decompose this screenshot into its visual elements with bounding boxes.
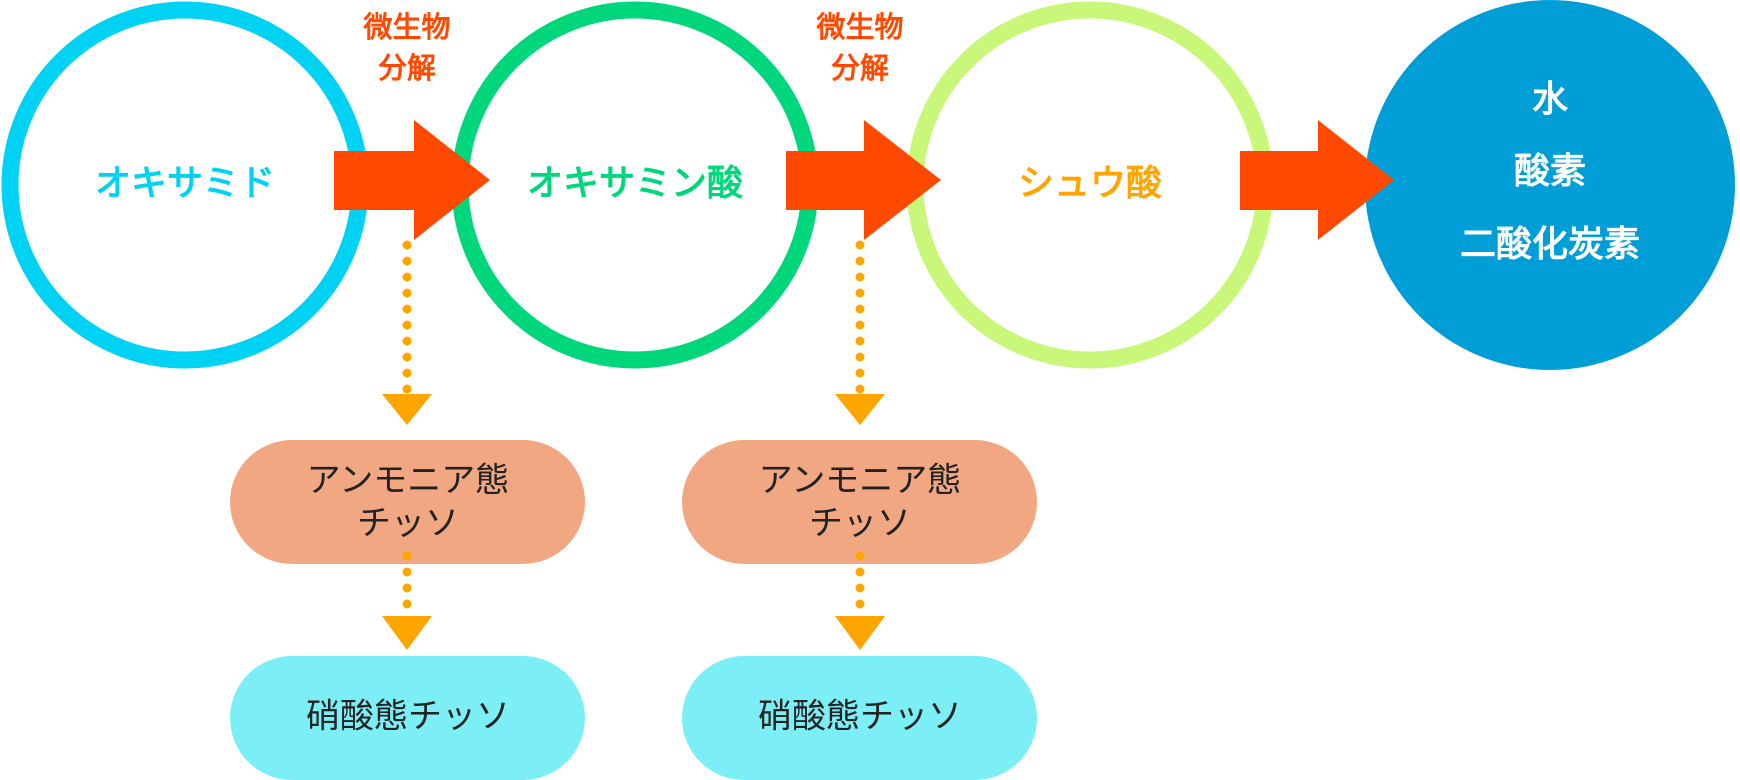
oxamide-label: オキサミド (95, 163, 275, 204)
nitrate-pill-1-label: 硝酸態チッソ (306, 697, 510, 737)
final-product-oxygen: 酸素 (1514, 151, 1586, 192)
dotted-arrowhead-nitrate-2 (835, 616, 885, 650)
arrow-2-label-line-2: 分解 (831, 51, 889, 85)
oxalic-acid-label: シュウ酸 (1018, 163, 1162, 204)
dotted-arrowhead-ammonium-2 (835, 394, 885, 425)
final-products-circle (1365, 0, 1735, 370)
arrow-2-label-line-1: 微生物 (815, 10, 903, 44)
nitrate-pill-2-label: 硝酸態チッソ (758, 697, 962, 737)
oxamic-acid-label: オキサミン酸 (527, 163, 743, 204)
ammonium-pill-1-line-1: アンモニア態 (307, 461, 510, 501)
nitrate-nitrogen-pill-2 (682, 656, 1037, 780)
ammonium-pill-1-line-2: チッソ (357, 504, 459, 544)
arrow-1-label-line-2: 分解 (378, 51, 436, 85)
dotted-arrowhead-nitrate-1 (382, 616, 432, 650)
dotted-arrowhead-ammonium-1 (382, 394, 432, 425)
decomposition-arrow-1 (334, 120, 490, 240)
ammonium-pill-2-line-2: チッソ (809, 504, 911, 544)
final-product-water: 水 (1532, 79, 1569, 120)
nitrate-nitrogen-pill-1 (230, 656, 585, 780)
arrow-1-label-line-1: 微生物 (362, 10, 450, 44)
ammonium-nitrogen-pill-2 (682, 440, 1037, 564)
final-product-carbon-dioxide: 二酸化炭素 (1460, 224, 1640, 265)
decomposition-arrow-2 (786, 120, 941, 240)
ammonium-pill-2-line-1: アンモニア態 (759, 461, 962, 501)
ammonium-nitrogen-pill-1 (230, 440, 585, 564)
final-arrow (1240, 120, 1394, 240)
